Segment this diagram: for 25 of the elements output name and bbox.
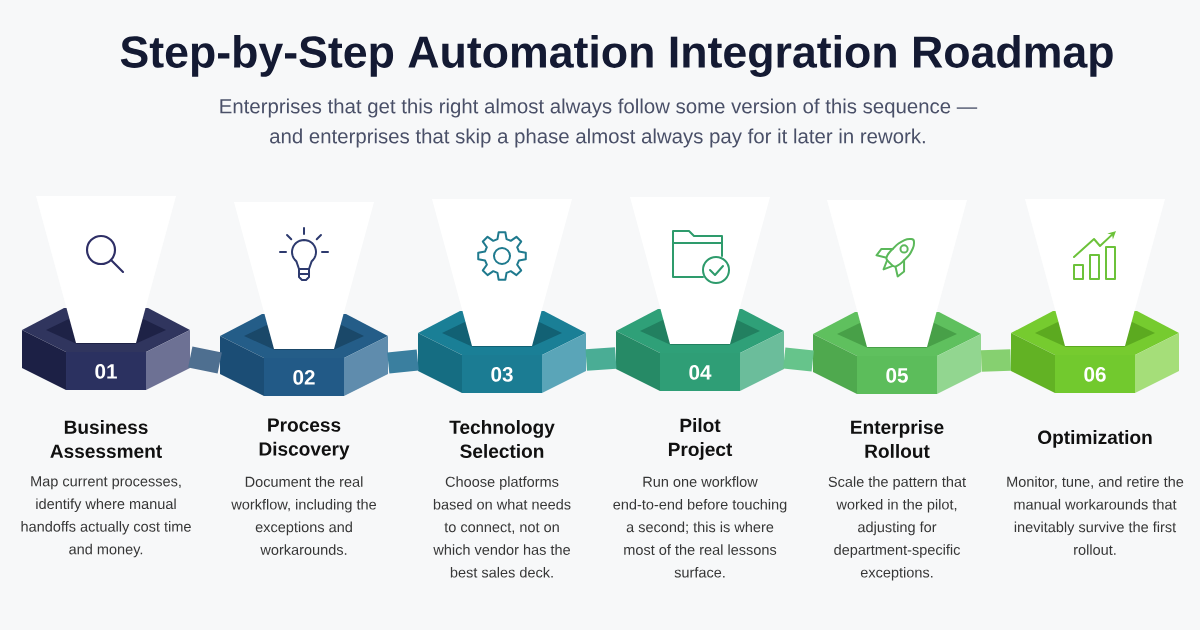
- connector-bar: [387, 349, 419, 374]
- connector-bar: [188, 346, 222, 374]
- node-label: 03: [491, 367, 513, 382]
- connector-bar: [980, 349, 1012, 372]
- step-description: Run one workflow end-to-end before touching a second; this is where most of the real lessons surface.: [613, 476, 787, 578]
- node-label: 06: [1084, 367, 1106, 382]
- step-description: Document the real workflow, including the exceptions and workarounds.: [231, 476, 377, 555]
- step-description: Choose platforms based on what needs to connect, not on which vendor has the best sales deck.: [433, 476, 571, 578]
- step-description: Monitor, tune, and retire the manual workarounds that inevitably survive the first rollout.: [1007, 476, 1184, 555]
- node-label: 01: [95, 364, 117, 379]
- node-label: 05: [886, 368, 908, 383]
- title: Step-by-Step Automation Integration Roadmap: [120, 35, 1113, 77]
- connector-bar: [783, 347, 814, 372]
- step-heading: Technology Selection: [449, 420, 555, 458]
- step-heading: Process Discovery: [259, 418, 350, 460]
- step-heading: Enterprise Rollout: [851, 420, 944, 458]
- step-description: Map current processes, identify where manual handoffs actually cost time and money.: [21, 476, 191, 558]
- subtitle: Enterprises that get this right almost always follow some version of this sequence — and enterprises that skip a phase almost always pay for it later in rework.: [220, 98, 978, 148]
- step-heading: Optimization: [1038, 430, 1152, 448]
- step-heading: Business Assessment: [50, 420, 162, 458]
- step-description: Scale the pattern that worked in the pilot, adjusting for department-specific exceptions.: [828, 476, 966, 581]
- connector-bar: [585, 347, 617, 371]
- node-label: 02: [293, 370, 315, 385]
- node-label: 04: [689, 365, 712, 380]
- step-heading: Pilot Project: [668, 418, 733, 460]
